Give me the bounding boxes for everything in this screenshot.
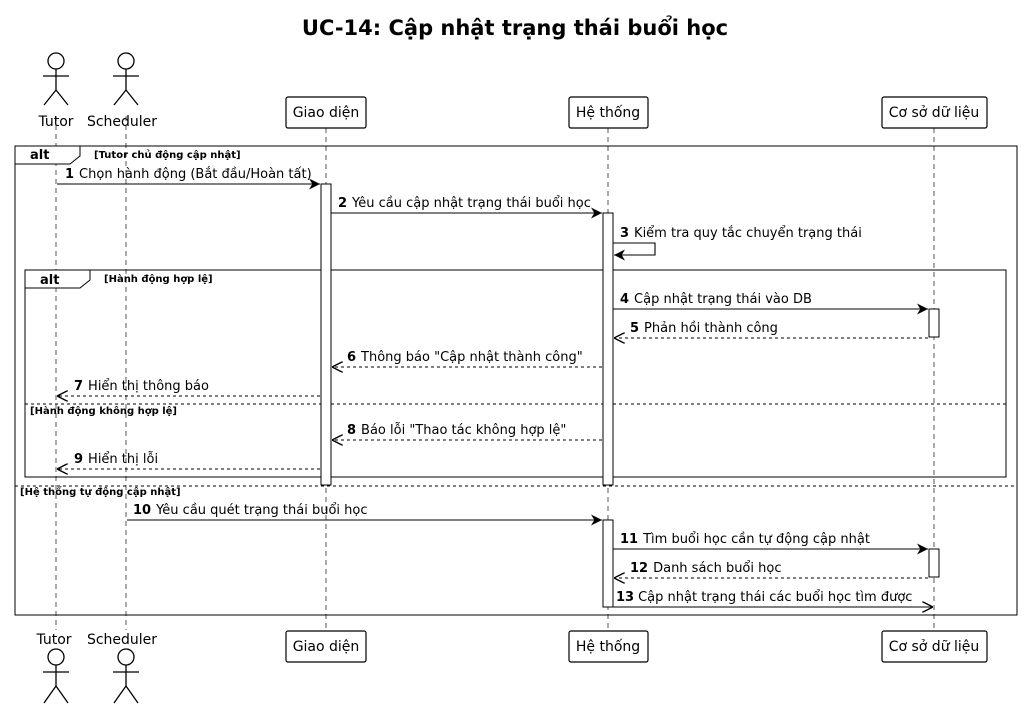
participant-db: Cơ sở dữ liệu — [881, 630, 988, 663]
actor-tutor: Tutor — [35, 632, 72, 704]
participant-ui: Giao diện — [285, 630, 367, 663]
alt-fragment-inner: alt [Hành động hợp lệ] [Hành động không … — [24, 269, 1007, 478]
participant-label: Cơ sở dữ liệu — [889, 639, 980, 655]
fragment-keyword: alt — [40, 273, 59, 288]
participant-box — [285, 96, 367, 129]
fragment-tab — [24, 269, 91, 289]
activation-system — [602, 519, 614, 608]
participant-ui: Giao diện — [285, 96, 367, 129]
participant-label: Scheduler — [87, 632, 157, 648]
actor-head-icon — [117, 648, 135, 666]
participant-label: Scheduler — [87, 114, 157, 130]
actor-scheduler: Scheduler — [87, 632, 157, 704]
message-arrow — [613, 242, 656, 261]
participant-label: Hệ thống — [576, 638, 640, 655]
activation-db — [928, 308, 940, 338]
fragment-guard: [Hành động không hợp lệ] — [30, 405, 177, 417]
actor-head-icon — [47, 648, 65, 666]
fragment-tab — [14, 145, 81, 165]
activation-ui — [320, 183, 332, 486]
fragment-guard: [Hệ thống tự động cập nhật] — [20, 485, 181, 498]
participant-label: Giao diện — [293, 105, 360, 121]
participant-label: Cơ sở dữ liệu — [889, 105, 980, 121]
participant-label: Giao diện — [293, 639, 360, 655]
actor-head-icon — [117, 52, 135, 70]
participant-box — [568, 96, 649, 129]
actor-scheduler: Scheduler — [87, 52, 157, 130]
fragment-guard: [Hành động hợp lệ] — [104, 273, 213, 285]
actor-head-icon — [47, 52, 65, 70]
fragment-frame — [24, 269, 1007, 478]
participant-system: Hệ thống — [568, 96, 649, 129]
fragment-guard: [Tutor chủ động cập nhật] — [94, 149, 241, 161]
participant-box — [285, 630, 367, 663]
actor-body-icon — [113, 665, 139, 704]
alt-fragment-outer: alt [Tutor chủ động cập nhật] [Hệ thống … — [14, 145, 1018, 616]
fragment-frame — [14, 145, 1018, 616]
participants-top: Tutor Scheduler Giao diện Hệ thống Cơ sở… — [37, 52, 988, 130]
actor-body-icon — [43, 665, 69, 704]
participant-label: Tutor — [35, 632, 71, 648]
fragment-keyword: alt — [30, 148, 49, 163]
activations — [320, 183, 940, 608]
participant-db: Cơ sở dữ liệu — [881, 96, 988, 129]
lifelines — [55, 116, 935, 630]
participants-bottom: Tutor Scheduler Giao diện Hệ thống Cơ sở… — [35, 630, 988, 704]
participant-box — [881, 630, 988, 663]
participant-box — [568, 630, 649, 663]
participant-label: Hệ thống — [576, 104, 640, 121]
diagram-title: UC-14: Cập nhật trạng thái buổi học — [302, 15, 728, 40]
participant-box — [881, 96, 988, 129]
actor-body-icon — [113, 69, 139, 106]
activation-db — [928, 548, 940, 578]
actor-body-icon — [43, 69, 69, 106]
activation-system — [602, 212, 614, 486]
participant-system: Hệ thống — [568, 630, 649, 663]
actor-tutor: Tutor — [37, 52, 74, 130]
participant-label: Tutor — [37, 114, 73, 130]
